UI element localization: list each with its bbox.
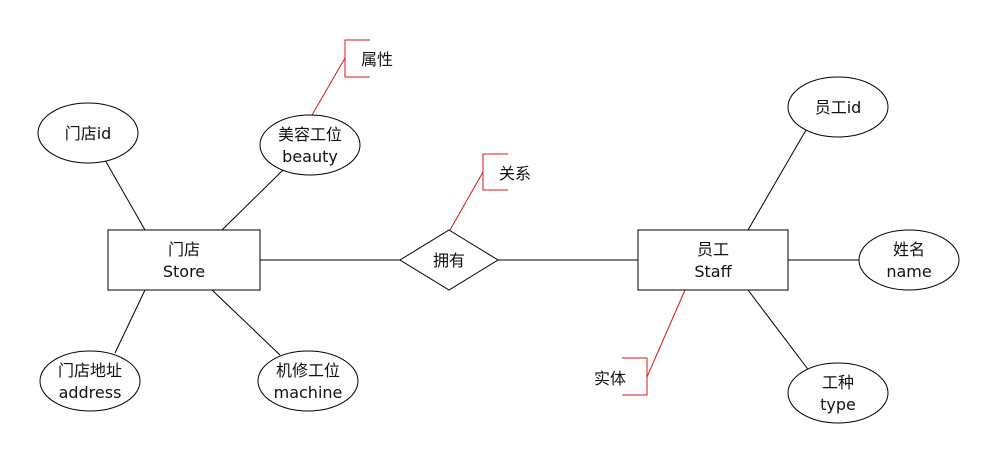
relation-annotation: 关系 — [449, 153, 531, 231]
attribute-type[interactable]: 工种 type — [787, 362, 889, 424]
attribute-store-id[interactable]: 门店id — [37, 102, 139, 164]
attribute-type-sublabel: type — [820, 395, 856, 414]
annotation-callouts: 属性 关系 实体 — [311, 39, 686, 396]
edge-staff-id — [747, 129, 807, 231]
relationship-label: 拥有 — [433, 251, 465, 270]
entity-staff[interactable]: 员工 Staff — [637, 229, 789, 291]
attribute-address-label: 门店地址 — [58, 361, 122, 380]
attribute-machine-sublabel: machine — [274, 383, 343, 402]
entity-store-label: 门店 — [168, 240, 200, 259]
edge-store-id — [104, 159, 146, 231]
annotation-entity-label: 实体 — [594, 369, 626, 388]
attribute-beauty[interactable]: 美容工位 beauty — [259, 114, 361, 176]
attribute-staff-id-label: 员工id — [815, 98, 862, 117]
entity-staff-sublabel: Staff — [694, 262, 732, 281]
connector-lines — [104, 129, 860, 373]
edge-store-machine — [211, 289, 281, 356]
relationship-has[interactable]: 拥有 — [399, 229, 499, 291]
edge-staff-type — [747, 289, 811, 373]
entity-annotation: 实体 — [594, 289, 686, 396]
attribute-type-label: 工种 — [822, 373, 854, 392]
attribute-name-sublabel: name — [886, 262, 931, 281]
attribute-beauty-label: 美容工位 — [278, 125, 342, 144]
attribute-machine[interactable]: 机修工位 machine — [257, 350, 359, 412]
attribute-staff-id[interactable]: 员工id — [787, 76, 889, 138]
attribute-annotation: 属性 — [311, 39, 393, 116]
edge-store-address — [114, 289, 146, 354]
attribute-store-id-label: 门店id — [65, 124, 112, 143]
entity-store[interactable]: 门店 Store — [107, 229, 261, 291]
edge-store-beauty — [221, 169, 284, 231]
attribute-name-label: 姓名 — [893, 240, 925, 259]
attribute-beauty-sublabel: beauty — [282, 147, 338, 166]
entity-store-sublabel: Store — [163, 262, 205, 281]
attribute-address-sublabel: address — [59, 383, 122, 402]
entity-staff-label: 员工 — [697, 240, 729, 259]
attribute-name[interactable]: 姓名 name — [858, 229, 960, 291]
attribute-machine-label: 机修工位 — [276, 361, 340, 380]
annotation-relation-label: 关系 — [499, 164, 531, 183]
attribute-address[interactable]: 门店地址 address — [39, 350, 141, 412]
annotation-attribute-label: 属性 — [361, 50, 393, 69]
